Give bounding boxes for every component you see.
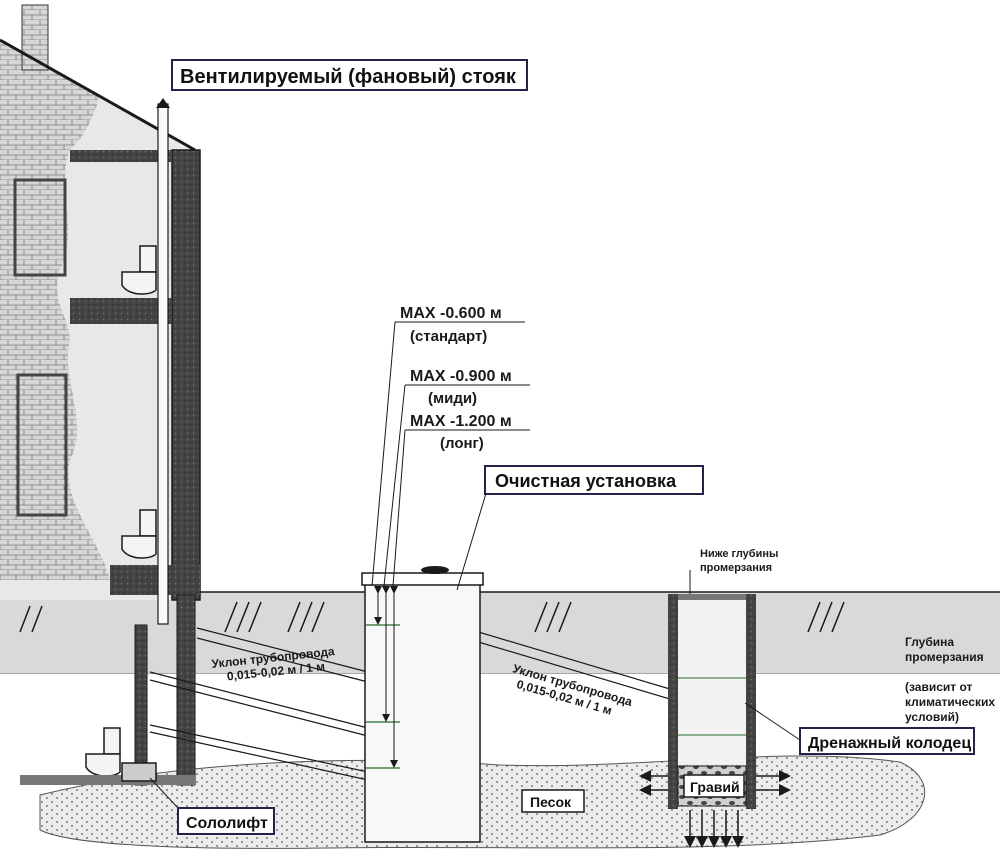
- callout-vent-stack: Вентилируемый (фановый) стояк: [171, 59, 528, 91]
- pipe-to-well: [464, 627, 691, 706]
- callout-sand: Песок: [521, 789, 585, 813]
- leader-long: [392, 429, 406, 587]
- max-midi-label: MAX -0.900 м: [410, 368, 512, 385]
- drain-well-wall-left: [668, 594, 678, 809]
- callout-treatment-unit: Очистная установка: [484, 465, 704, 495]
- ground: [0, 591, 1000, 861]
- treatment-unit-lid: [361, 572, 484, 586]
- frost-depth-line-2: промерзания: [905, 650, 984, 664]
- callout-drain-well-box: [799, 727, 975, 755]
- frost-depth-line-1: Глубина: [905, 635, 954, 649]
- frost-depth-line-5: условий): [905, 710, 959, 724]
- callout-drain-well: Дренажный колодец: [799, 727, 975, 755]
- drain-well-body: [672, 594, 752, 764]
- window-upper: [13, 178, 67, 277]
- basement-wall-right: [176, 594, 196, 786]
- leader-drain-well: [744, 702, 801, 741]
- max-long-label: MAX -1.200 м: [410, 413, 512, 430]
- gravel-label: Гравий: [690, 779, 740, 795]
- callout-sand-box: [521, 789, 585, 813]
- house: [0, 4, 201, 777]
- soil-layer: [0, 592, 1000, 674]
- sololift-unit: [121, 762, 157, 782]
- toilet-basement: [85, 727, 121, 777]
- vent-stack-top: [156, 98, 170, 108]
- ground-hatching: [19, 601, 845, 633]
- midi-label: (миди): [428, 390, 477, 407]
- callout-gravel: Гравий: [683, 774, 745, 798]
- seepage-arrows: [639, 770, 791, 848]
- ceiling-slab: [70, 150, 172, 162]
- basement-floor: [20, 775, 195, 785]
- frost-depth-line-4: климатических: [905, 695, 995, 709]
- leader-standard: [371, 321, 396, 587]
- floor-slab-2: [110, 565, 200, 595]
- leader-lines: [149, 321, 801, 809]
- leader-sololift: [149, 777, 179, 809]
- callout-vent-stack-box: [171, 59, 528, 91]
- leader-treatment-unit: [456, 489, 488, 591]
- below-frost-line-2: промерзания: [700, 562, 772, 574]
- toilet-upper: [121, 245, 157, 295]
- vent-stack-pipe: [157, 103, 169, 625]
- facade-brick: [0, 150, 110, 580]
- pipe-to-unit: [196, 627, 369, 683]
- treatment-unit-hatch: [421, 566, 449, 574]
- treatment-unit-label: Очистная установка: [495, 471, 677, 491]
- frost-depth-line-3: (зависит от: [905, 680, 973, 694]
- callout-sololift: Сололифт: [177, 807, 275, 835]
- treatment-unit-body: [364, 579, 481, 843]
- pipes: [149, 627, 691, 781]
- max-standard-label: MAX -0.600 м: [400, 305, 502, 322]
- window-lower: [16, 373, 68, 517]
- callout-treatment-unit-box: [484, 465, 704, 495]
- drain-well-label: Дренажный колодец: [808, 735, 971, 752]
- long-label: (лонг): [440, 435, 484, 452]
- basement-wall-left: [134, 624, 148, 786]
- callout-gravel-box: [683, 774, 745, 798]
- callout-sololift-box: [177, 807, 275, 835]
- treatment-unit: [361, 566, 484, 843]
- leader-midi: [383, 384, 406, 587]
- house-wall: [171, 149, 201, 601]
- pipe-lower-1: [149, 671, 369, 737]
- floor-slab-1: [70, 298, 172, 324]
- pipe-lower-2: [149, 724, 369, 781]
- below-frost-line-1: Ниже глубины: [700, 548, 778, 560]
- vent-stack-label: Вентилируемый (фановый) стояк: [180, 66, 517, 88]
- drain-well-wall-right: [746, 594, 756, 809]
- sand-label: Песок: [530, 794, 572, 810]
- standard-label: (стандарт): [410, 328, 487, 345]
- drain-well-cap: [678, 594, 746, 600]
- sololift-label: Сололифт: [186, 815, 268, 832]
- basement: [20, 594, 196, 786]
- toilet-middle: [121, 509, 157, 559]
